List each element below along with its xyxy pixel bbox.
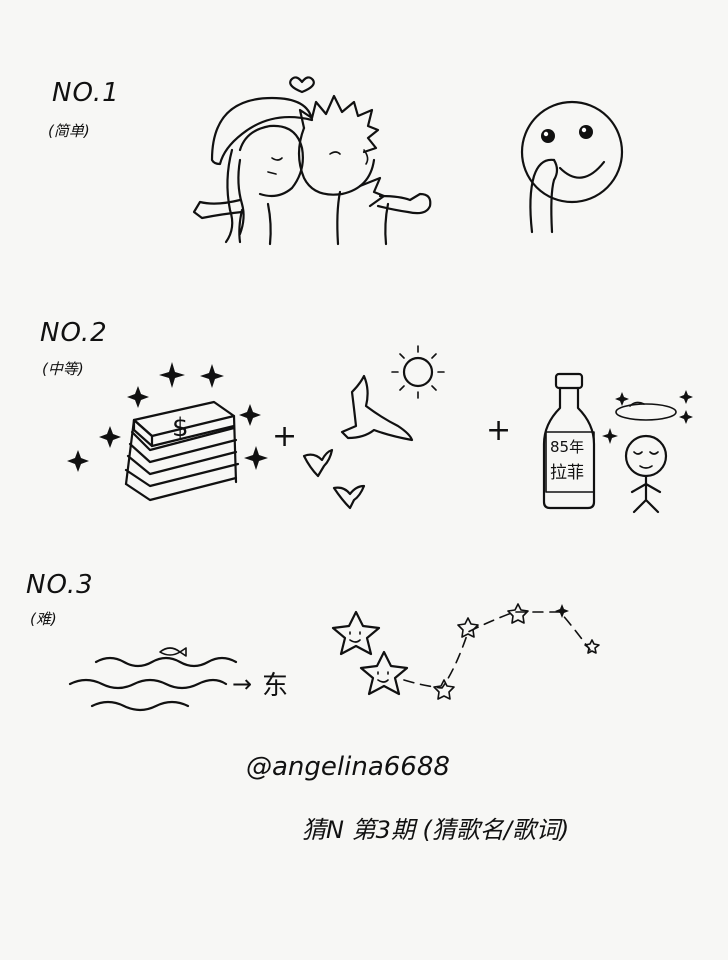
series-title: 猜N 第3期 (猜歌名/歌词) [302,816,570,844]
heart-icon [289,76,315,94]
waves-with-fish-drawing [68,647,238,712]
bottle-name-label: 拉菲 [550,463,584,483]
arrow-right: → [232,670,252,698]
dizzy-stick-figure-drawing [602,390,693,514]
dollar-sign: $ [172,413,189,443]
money-stack-drawing: $ [124,400,240,502]
kissing-couple-drawing [192,76,432,246]
puzzle-1-number: NO.1 [52,78,120,108]
plus-sign-1: + [272,419,297,454]
east-character: 东 [262,671,288,701]
bottle-year-label: 85年 [550,438,584,456]
plus-sign-2: + [486,413,511,448]
puzzle-1-difficulty: (简单) [48,122,90,140]
puzzle-2-difficulty: (中等) [42,360,84,378]
puzzle-2-number: NO.2 [40,318,108,348]
artist-handle: @angelina6688 [246,752,450,782]
wine-bottle-drawing: 85年 拉菲 [542,372,596,510]
puzzle-3-difficulty: (难) [30,610,57,628]
star-constellation-drawing [331,603,600,700]
sparkles-left [67,362,268,472]
smiley-face-drawing [520,100,624,234]
birds-and-sun-drawing [302,345,445,510]
puzzle-3-number: NO.3 [26,570,94,600]
